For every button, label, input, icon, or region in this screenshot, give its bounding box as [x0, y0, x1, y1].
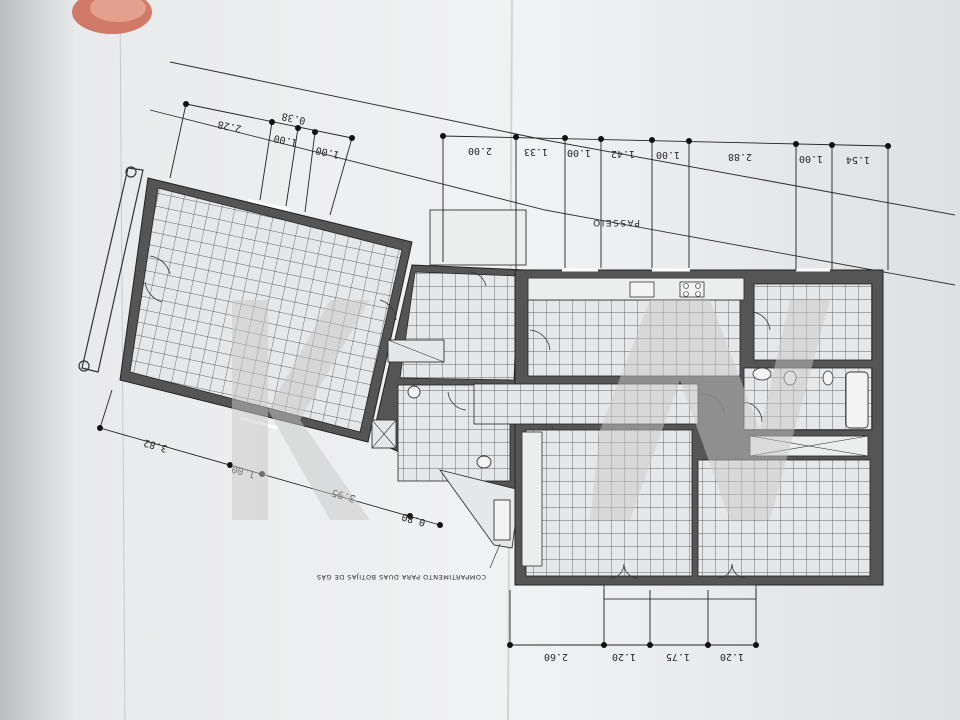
bidet: [822, 370, 834, 386]
sink: [629, 281, 655, 298]
entry-area: [371, 209, 527, 549]
door-swing: [149, 255, 171, 275]
street-label: PASSEIO: [592, 217, 640, 227]
entrance-porch: [429, 209, 527, 266]
dim-ticks: [509, 590, 757, 645]
dim-label-top-right-4: 1.00: [656, 149, 680, 160]
window: [247, 198, 291, 212]
gas-compartment-note: COMPARTIMENTO PARA DUAS BOTIJAS DE GÁS: [316, 573, 486, 582]
toilet: [407, 385, 421, 399]
stove-burner: [683, 291, 689, 297]
dim-ticks: [442, 136, 889, 270]
dim-label-bottom-0: 2.60: [544, 651, 568, 662]
stove-burner: [695, 283, 701, 289]
thumb: [90, 0, 146, 22]
bathtub: [845, 371, 869, 429]
stove-burner: [683, 283, 689, 289]
door-swing: [751, 311, 771, 331]
dim-label-top-left-2: 0.38: [281, 110, 307, 126]
stairs-diag: [387, 339, 445, 363]
door-swing: [144, 281, 163, 303]
column: [78, 360, 90, 372]
street-line: [169, 61, 956, 216]
balcony-door: [717, 563, 747, 579]
washbasin: [752, 367, 772, 381]
dim-label-top-right-1: 1.33: [524, 146, 548, 157]
dim-label-top-right-6: 1.00: [799, 153, 823, 164]
dim-label-top-right-5: 2.88: [728, 151, 752, 162]
dim-ticks: [169, 103, 353, 216]
dim-label-bottom-3: 1.20: [720, 651, 744, 662]
door-swing: [379, 299, 397, 321]
dim-label-top-right-0: 2.00: [468, 145, 492, 156]
gas-cabinet: [493, 499, 511, 541]
bedroom-a-closet: [521, 431, 543, 567]
dim-label-top-right-7: 1.54: [846, 154, 870, 165]
dim-line-leftside: [99, 389, 113, 429]
dim-line-left: [99, 427, 441, 526]
dim-label-top-left-1: 1.00: [273, 132, 299, 148]
dim-line-top-left: [185, 103, 353, 139]
toilet: [476, 455, 492, 469]
dimension-dots: [97, 101, 891, 648]
stove-burner: [695, 291, 701, 297]
door-swing: [529, 329, 551, 351]
shower-diag: [371, 419, 397, 449]
stove: [679, 281, 705, 298]
watermark-logo: [232, 300, 830, 520]
street-line: [149, 109, 956, 286]
hall-floor: [399, 271, 519, 381]
dim-label-top-left-0: 2.28: [217, 118, 243, 134]
dim-label-bottom-2: 1.75: [666, 651, 690, 662]
dim-label-top-right-3: 1.42: [611, 148, 635, 159]
terrace-outline: [81, 167, 144, 373]
gas-note-leader: [489, 543, 501, 569]
door-swing: [469, 271, 487, 287]
column: [125, 166, 137, 178]
dim-label-top-right-2: 1.00: [567, 147, 591, 158]
balcony-door: [609, 563, 639, 579]
dimension-lines: [99, 103, 889, 646]
dim-label-bottom-1: 1.20: [612, 651, 636, 662]
door-swing: [447, 391, 467, 411]
dim-label-top-left-3: 1.00: [315, 144, 341, 160]
